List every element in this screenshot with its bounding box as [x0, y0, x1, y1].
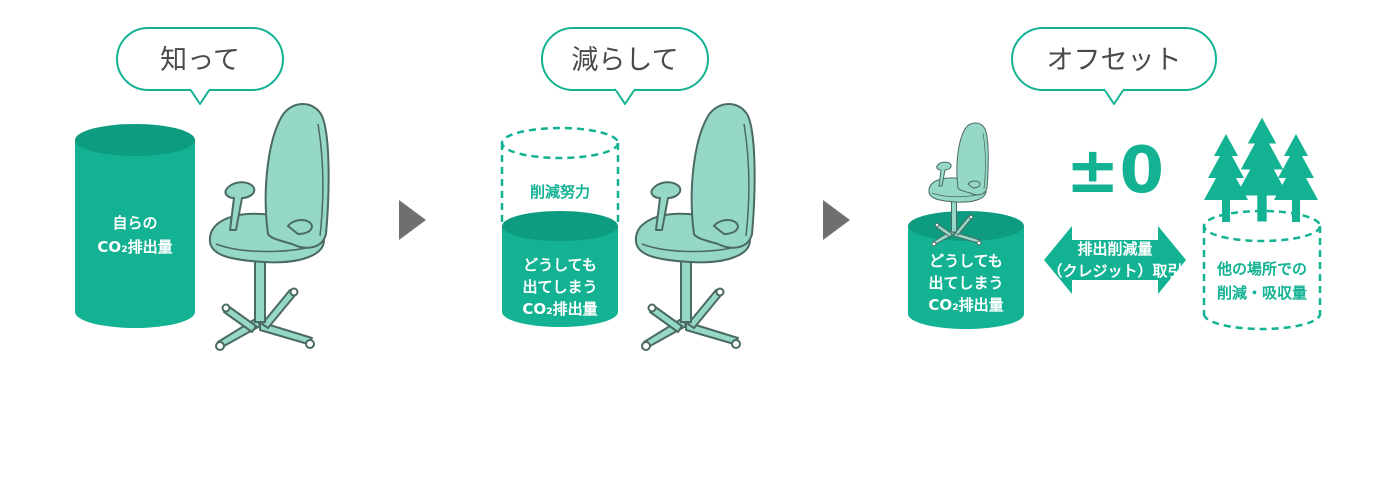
bubble-label-know: 知って — [160, 45, 240, 76]
cylinder-remaining-emissions: どうしても 出てしまう CO₂排出量 — [502, 211, 618, 327]
tree-icon — [1274, 134, 1318, 222]
cylinder-remaining-emissions: どうしても 出てしまう CO₂排出量 — [908, 211, 1024, 329]
cylinder-text-line-2: 出てしまう — [522, 278, 597, 296]
reduction-effort-label: 削減努力 — [530, 183, 590, 201]
cylinder-text-line-1: どうしても — [929, 252, 1003, 270]
bubble-label-offset: オフセット — [1047, 45, 1182, 76]
next-step-arrow-icon — [399, 200, 426, 240]
step-1: 知って 自らの CO₂排出量 — [75, 27, 330, 351]
next-step-arrow-icon — [823, 200, 850, 240]
other-location-reduction-volume — [1202, 209, 1322, 331]
cylinder-text-line-3: CO₂排出量 — [928, 296, 1003, 314]
step-2: 減らして 削減努力 どうしても 出てしまう CO₂排出量 — [500, 27, 756, 351]
speech-bubble-icon: 知って — [116, 27, 284, 105]
bubble-label-reduce: 減らして — [571, 45, 678, 76]
other-reduction-line-1: 他の場所での — [1216, 260, 1307, 278]
tree-icon — [1204, 134, 1248, 222]
credit-trade-line-1: 排出削減量 — [1077, 240, 1152, 258]
office-chair-icon — [208, 103, 330, 351]
tree-icon — [1236, 117, 1288, 222]
office-chair-icon — [634, 103, 756, 351]
cylinder-text-line-1: どうしても — [523, 256, 597, 274]
step-3: オフセット どうしても 出てしまう CO₂排出量 ±0 排出削減量 （クレジット… — [908, 27, 1322, 331]
cylinder-text-line-3: CO₂排出量 — [522, 300, 597, 318]
cylinder-text-line-2: CO₂排出量 — [97, 238, 172, 256]
cylinder-text-line-1: 自らの — [112, 214, 157, 232]
double-arrow-icon — [1044, 226, 1186, 294]
speech-bubble-icon: 減らして — [541, 27, 709, 105]
cylinder-text-line-2: 出てしまう — [928, 274, 1003, 292]
cylinder-own-emissions: 自らの CO₂排出量 — [75, 124, 195, 328]
credit-trade-line-2: （クレジット）取引 — [1047, 262, 1182, 280]
balance-zero-label: ±0 — [1066, 134, 1164, 208]
reduction-effort-volume — [500, 126, 620, 226]
other-reduction-line-2: 削減・吸収量 — [1217, 284, 1307, 302]
speech-bubble-icon: オフセット — [1011, 27, 1217, 105]
